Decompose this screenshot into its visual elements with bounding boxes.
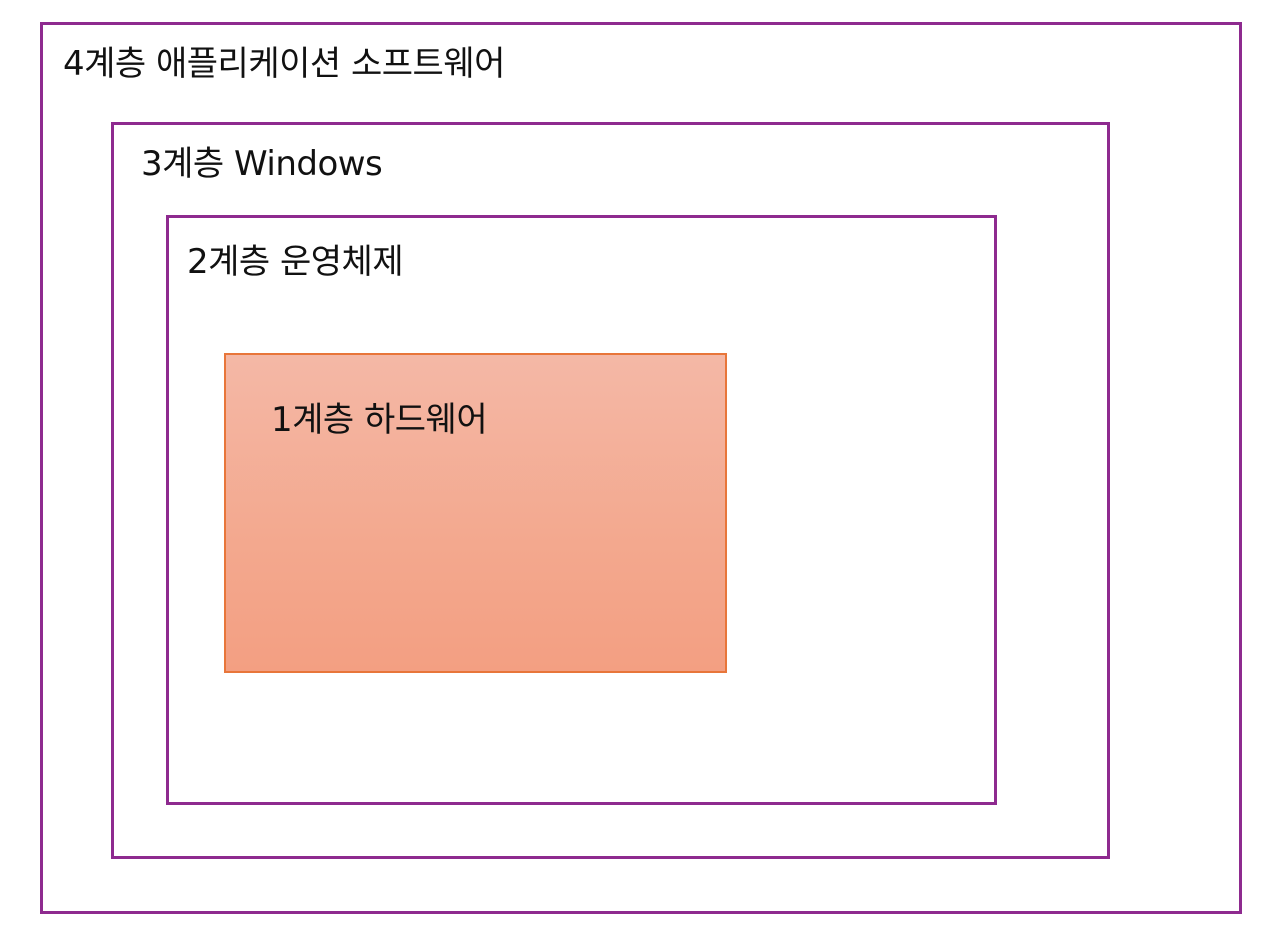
layer-1-label: 1계층 하드웨어 [271,400,488,440]
layer-3-label: 3계층 Windows [141,144,383,184]
layer-1-hardware: 1계층 하드웨어 [224,353,727,673]
layer-4-application-software: 4계층 애플리케이션 소프트웨어 3계층 Windows 2계층 운영체제 1계… [40,22,1242,914]
layer-4-label: 4계층 애플리케이션 소프트웨어 [63,44,505,84]
layer-2-label: 2계층 운영체제 [187,242,404,282]
layer-3-windows: 3계층 Windows 2계층 운영체제 1계층 하드웨어 [111,122,1110,859]
layer-2-operating-system: 2계층 운영체제 1계층 하드웨어 [166,215,997,805]
